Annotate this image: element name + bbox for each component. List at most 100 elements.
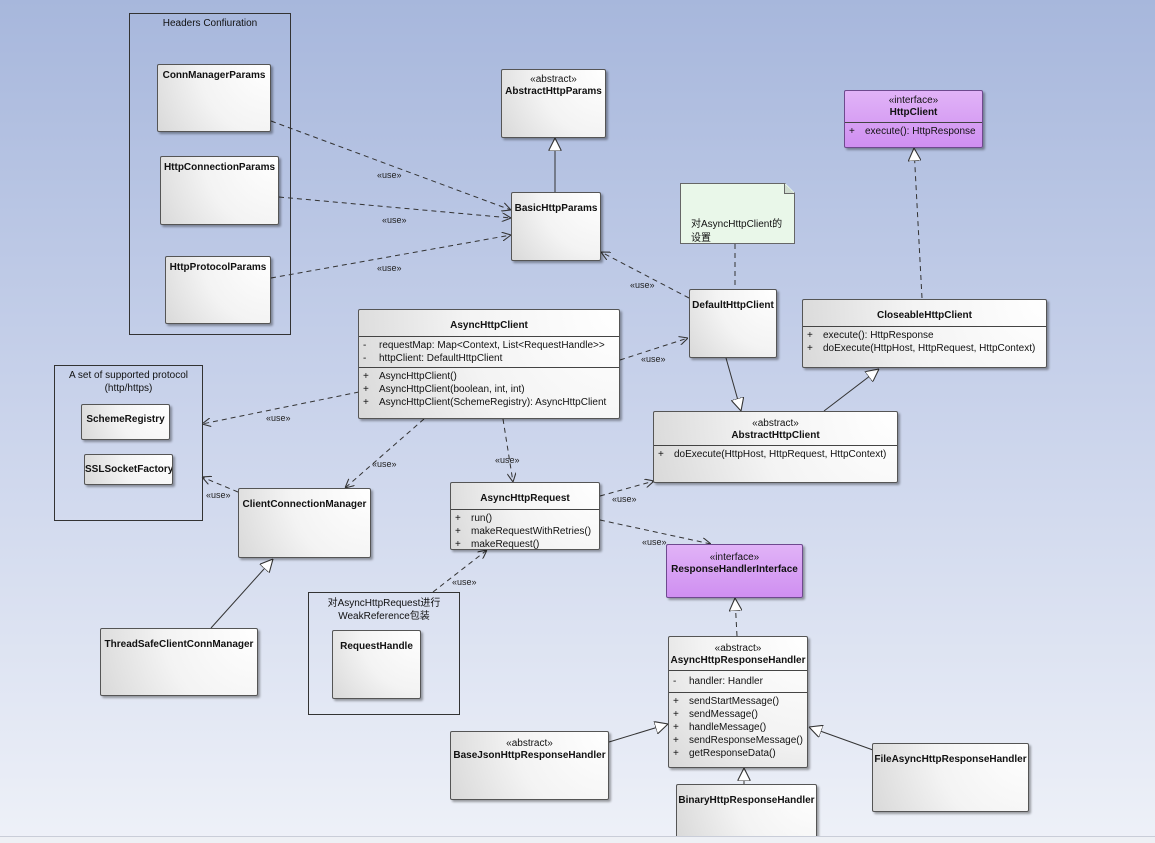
use-async-client-to-async-request: [502, 418, 513, 482]
operation: +doExecute(HttpHost, HttpRequest, HttpCo…: [807, 343, 1036, 354]
use-label: «use»: [206, 490, 231, 500]
operation: +handleMessage(): [673, 722, 767, 733]
class-name: HttpProtocolParams: [169, 262, 267, 273]
note-async-client-params: 对AsyncHttpClient的设置 参数，大部分都是通过 HttpClien…: [680, 183, 795, 244]
operation: +doExecute(HttpHost, HttpRequest, HttpCo…: [658, 449, 887, 460]
operation: +getResponseData(): [673, 748, 776, 759]
class-async-http-client[interactable]: AsyncHttpClient -requestMap: Map<Context…: [358, 309, 620, 419]
use-label: «use»: [452, 577, 477, 587]
class-name: AbstractHttpParams: [505, 86, 602, 97]
interface-http-client[interactable]: «interface» HttpClient +execute(): HttpR…: [844, 90, 983, 148]
class-name: DefaultHttpClient: [692, 300, 774, 311]
class-name: SchemeRegistry: [86, 414, 165, 425]
class-closeable-http-client[interactable]: CloseableHttpClient +execute(): HttpResp…: [802, 299, 1047, 368]
class-conn-manager-params[interactable]: ConnManagerParams: [157, 64, 271, 132]
class-default-http-client[interactable]: DefaultHttpClient: [689, 289, 777, 358]
operation: +makeRequestWithRetries(): [455, 526, 592, 537]
use-conn-manager-to-protocol-set: [202, 477, 239, 493]
class-async-http-request[interactable]: AsyncHttpRequest +run() +makeRequestWith…: [450, 482, 600, 550]
use-label: «use»: [642, 537, 667, 547]
frame-title: 对AsyncHttpRequest进行 WeakReference包装: [327, 598, 441, 622]
generalization-abstract-client: [823, 369, 879, 412]
attribute: -handler: Handler: [673, 676, 763, 687]
use-label: «use»: [641, 354, 666, 364]
stereotype: «abstract»: [752, 418, 799, 429]
use-conn-manager-params-to-basic-params: [270, 120, 511, 210]
class-name: ResponseHandlerInterface: [671, 564, 798, 575]
class-name: ClientConnectionManager: [242, 499, 367, 510]
class-name: AsyncHttpRequest: [480, 493, 570, 504]
attribute: -requestMap: Map<Context, List<RequestHa…: [363, 340, 605, 351]
frame-title: A set of supported protocol (http/https): [69, 370, 188, 394]
use-async-client-to-default-client: [619, 338, 688, 361]
class-name: AbstractHttpClient: [731, 430, 820, 441]
use-async-request-to-response-handler: [599, 519, 711, 544]
operation: +execute(): HttpResponse: [807, 330, 934, 341]
operations-section: +AsyncHttpClient() +AsyncHttpClient(bool…: [359, 367, 619, 411]
operation: +execute(): HttpResponse: [849, 126, 976, 137]
use-label: «use»: [495, 455, 520, 465]
class-thread-safe-client-conn-manager[interactable]: ThreadSafeClientConnManager: [100, 628, 258, 696]
class-name: FileAsyncHttpResponseHandler: [874, 754, 1027, 765]
class-name: BinaryHttpResponseHandler: [678, 795, 815, 806]
operation: +sendMessage(): [673, 709, 758, 720]
use-label: «use»: [372, 459, 397, 469]
class-file-async-http-response-handler[interactable]: FileAsyncHttpResponseHandler: [872, 743, 1029, 812]
operations-section: +doExecute(HttpHost, HttpRequest, HttpCo…: [654, 445, 897, 463]
operation: +sendStartMessage(): [673, 696, 780, 707]
attributes-section: -handler: Handler: [669, 670, 807, 692]
use-http-connection-params-to-basic-params: [278, 196, 511, 218]
class-async-http-response-handler[interactable]: «abstract» AsyncHttpResponseHandler -han…: [668, 636, 808, 768]
class-base-json-http-response-handler[interactable]: «abstract» BaseJsonHttpResponseHandler: [450, 731, 609, 800]
stereotype: «abstract»: [530, 74, 577, 85]
realization-response-handler: [735, 598, 737, 637]
operation: +run(): [455, 513, 493, 524]
use-label: «use»: [612, 494, 637, 504]
frame-title: Headers Confiuration: [162, 18, 258, 29]
class-name: SSLSocketFactory: [85, 464, 173, 475]
class-name: CloseableHttpClient: [876, 310, 972, 321]
stereotype: «abstract»: [506, 738, 553, 749]
stereotype: «interface»: [888, 95, 939, 106]
class-name: ThreadSafeClientConnManager: [104, 639, 254, 650]
class-name: ConnManagerParams: [162, 70, 266, 81]
use-http-protocol-params-to-basic-params: [270, 235, 511, 279]
use-async-client-to-conn-manager: [345, 418, 425, 488]
stereotype: «interface»: [709, 552, 760, 563]
note-fold-corner: [784, 184, 794, 194]
class-client-connection-manager[interactable]: ClientConnectionManager: [238, 488, 371, 558]
use-label: «use»: [377, 170, 402, 180]
stereotype: «abstract»: [714, 643, 762, 654]
class-http-connection-params[interactable]: HttpConnectionParams: [160, 156, 279, 225]
class-name: BaseJsonHttpResponseHandler: [453, 750, 606, 761]
generalization-thread-safe-manager: [210, 559, 273, 629]
interface-response-handler[interactable]: «interface» ResponseHandlerInterface: [666, 544, 803, 598]
generalization-file-handler: [809, 727, 874, 751]
supported-protocol-frame: A set of supported protocol (http/https): [54, 365, 203, 521]
use-label: «use»: [382, 215, 407, 225]
class-scheme-registry[interactable]: SchemeRegistry: [81, 404, 170, 440]
class-ssl-socket-factory[interactable]: SSLSocketFactory: [84, 454, 173, 485]
class-name: AsyncHttpResponseHandler: [670, 655, 806, 666]
use-weakref-to-async-request: [432, 550, 487, 593]
operation: +makeRequest(): [455, 539, 540, 550]
use-label: «use»: [266, 413, 291, 423]
class-name: HttpClient: [889, 107, 938, 118]
use-async-request-to-abstract-client: [599, 481, 654, 497]
generalization-base-json-handler: [608, 724, 668, 743]
class-abstract-http-params[interactable]: «abstract» AbstractHttpParams: [501, 69, 606, 138]
class-abstract-http-client[interactable]: «abstract» AbstractHttpClient +doExecute…: [653, 411, 898, 483]
class-http-protocol-params[interactable]: HttpProtocolParams: [165, 256, 271, 324]
class-name: HttpConnectionParams: [163, 162, 276, 173]
class-basic-http-params[interactable]: BasicHttpParams: [511, 192, 601, 261]
weakreference-frame: 对AsyncHttpRequest进行 WeakReference包装: [308, 592, 460, 715]
operations-section: +execute(): HttpResponse: [845, 122, 982, 140]
operation: +AsyncHttpClient(): [363, 371, 457, 382]
use-label: «use»: [630, 280, 655, 290]
class-name: BasicHttpParams: [514, 203, 598, 214]
operations-section: +run() +makeRequestWithRetries() +makeRe…: [451, 509, 599, 550]
class-name: AsyncHttpClient: [450, 320, 528, 331]
class-request-handle[interactable]: RequestHandle: [332, 630, 421, 699]
class-binary-http-response-handler[interactable]: BinaryHttpResponseHandler: [676, 784, 817, 840]
